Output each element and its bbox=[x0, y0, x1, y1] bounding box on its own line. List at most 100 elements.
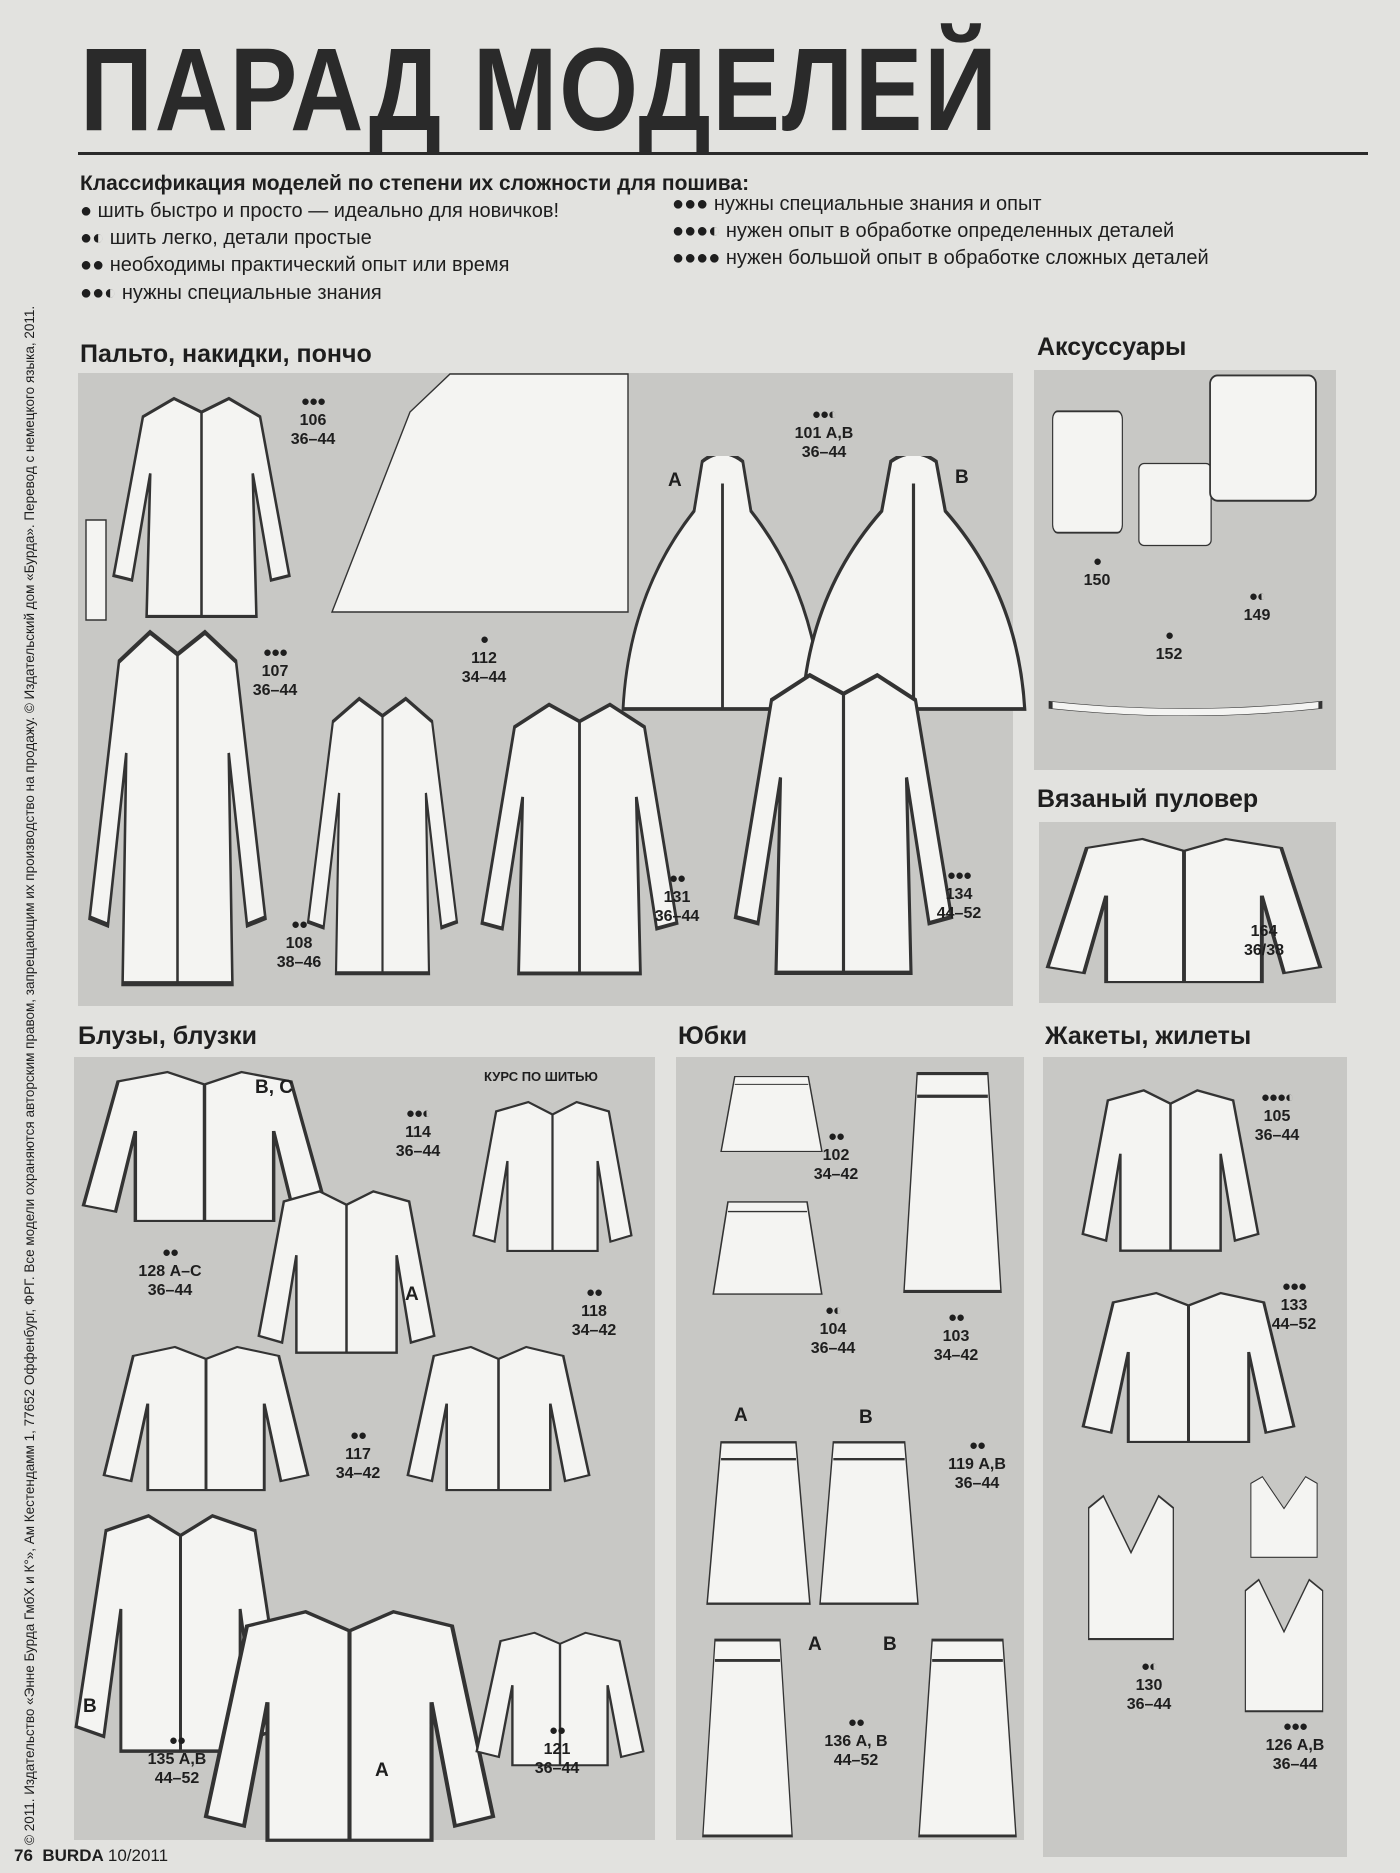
section-heading-skirts: Юбки bbox=[678, 1022, 748, 1050]
model-number: 130 bbox=[1135, 1677, 1163, 1694]
model-label-131: ●● 131 36–44 bbox=[655, 869, 700, 926]
variant-label: В bbox=[955, 467, 969, 488]
model-sizes: 34–44 bbox=[461, 669, 507, 686]
variant-label: А bbox=[734, 1405, 748, 1426]
difficulty-dots: ●●●◐ bbox=[672, 220, 721, 242]
model-sizes: 44–52 bbox=[1271, 1316, 1317, 1333]
model-sizes: 36–44 bbox=[1254, 1127, 1300, 1144]
model-number: 121 bbox=[543, 1741, 571, 1758]
difficulty-dots: ●◐ bbox=[1248, 588, 1266, 605]
legend-item: ●● необходимы практический опыт или врем… bbox=[80, 252, 509, 279]
issue-number: 10/2011 bbox=[107, 1846, 169, 1865]
model-label-164: 164 36/38 bbox=[1244, 922, 1284, 960]
coat-107-drawing bbox=[86, 625, 269, 991]
model-number: 150 bbox=[1083, 572, 1111, 589]
variant-label: B, C bbox=[255, 1077, 293, 1098]
variant-label: А bbox=[668, 470, 682, 491]
model-sizes: 44–52 bbox=[936, 905, 982, 922]
coat-106-drawing bbox=[112, 396, 291, 619]
model-sizes: 36–44 bbox=[810, 1340, 856, 1357]
skirt-104-drawing bbox=[712, 1201, 823, 1295]
model-number: 135 А,В bbox=[147, 1751, 207, 1768]
section-heading-coats: Пальто, накидки, пончо bbox=[80, 340, 372, 368]
model-number: 104 bbox=[819, 1321, 847, 1338]
difficulty-dots: ●● bbox=[668, 870, 686, 887]
model-number: 114 bbox=[405, 1124, 431, 1141]
title-rule bbox=[78, 152, 1368, 155]
legend-item: ● шить быстро и просто — идеально для но… bbox=[80, 198, 559, 225]
belt-drawing bbox=[86, 520, 106, 620]
model-label-128: ●● 128 А–С 36–44 bbox=[138, 1243, 201, 1300]
legend-text: нужны специальные знания и опыт bbox=[713, 193, 1042, 215]
page-number: 76 bbox=[14, 1846, 33, 1865]
skirt-119b-drawing bbox=[818, 1441, 920, 1605]
coat-108-drawing bbox=[305, 693, 460, 979]
model-label-112: ● 112 34–44 bbox=[462, 630, 507, 687]
model-sizes: 36–44 bbox=[654, 908, 700, 925]
hat-149-drawing bbox=[1209, 374, 1317, 502]
skirt-136a-drawing bbox=[701, 1638, 794, 1838]
difficulty-dots: ●●● bbox=[1282, 1718, 1308, 1735]
hat-150-drawing bbox=[1051, 410, 1124, 534]
model-label-105: ●●●◐ 105 36–44 bbox=[1255, 1088, 1300, 1145]
legend-item: ●●◐ нужны специальные знания bbox=[80, 280, 382, 307]
difficulty-dots: ● bbox=[1164, 627, 1174, 644]
model-sizes: 36–44 bbox=[534, 1760, 580, 1777]
legend-item: ●●●● нужен большой опыт в обработке слож… bbox=[672, 245, 1209, 272]
variant-label: А bbox=[808, 1634, 822, 1655]
model-sizes: 34–42 bbox=[933, 1347, 979, 1364]
legend-text: шить легко, детали простые bbox=[109, 227, 372, 249]
model-number: 102 bbox=[822, 1147, 850, 1164]
model-number: 126 А,В bbox=[1265, 1737, 1325, 1754]
model-number: 105 bbox=[1263, 1108, 1291, 1125]
legend-text: необходимы практический опыт или время bbox=[109, 254, 510, 276]
model-sizes: 34–42 bbox=[335, 1465, 381, 1482]
model-sizes: 44–52 bbox=[833, 1752, 879, 1769]
difficulty-dots: ● bbox=[479, 631, 489, 648]
cape-112-drawing bbox=[330, 372, 630, 615]
difficulty-dots: ●● bbox=[349, 1427, 367, 1444]
model-number: 118 bbox=[581, 1303, 607, 1320]
model-number: 112 bbox=[471, 650, 497, 667]
model-number: 164 bbox=[1250, 923, 1278, 940]
difficulty-dots: ●●● bbox=[672, 193, 709, 215]
coat-131-drawing bbox=[480, 702, 679, 976]
model-sizes: 36–44 bbox=[252, 682, 298, 699]
model-sizes: 36–44 bbox=[1272, 1756, 1318, 1773]
model-number: 131 bbox=[663, 889, 691, 906]
model-number: 149 bbox=[1243, 607, 1271, 624]
model-number: 133 bbox=[1280, 1297, 1308, 1314]
vest-126a-drawing bbox=[1250, 1476, 1318, 1558]
difficulty-dots: ●● bbox=[947, 1309, 965, 1326]
section-heading-jackets: Жакеты, жилеты bbox=[1045, 1022, 1252, 1050]
model-number: 103 bbox=[942, 1328, 970, 1345]
model-sizes: 36/38 bbox=[1243, 942, 1285, 959]
model-label-150: ●150 bbox=[1084, 552, 1111, 590]
difficulty-dots: ●●◐ bbox=[80, 282, 117, 304]
model-label-149: ●◐ 149 bbox=[1244, 587, 1271, 625]
difficulty-dots: ●● bbox=[290, 916, 308, 933]
model-sizes: 36–44 bbox=[147, 1282, 193, 1299]
model-number: 101 А,В bbox=[794, 425, 854, 442]
model-number: 107 bbox=[261, 663, 289, 680]
model-sizes: 44–52 bbox=[154, 1770, 200, 1787]
difficulty-dots: ●◐ bbox=[1140, 1658, 1158, 1675]
legend-item: ●◐ шить легко, детали простые bbox=[80, 225, 372, 252]
model-label-130: ●◐ 130 36–44 bbox=[1127, 1657, 1172, 1714]
copyright-notice: © 2011. Издательство «Энне Бурда ГмбХ и … bbox=[22, 305, 37, 1845]
model-number: 128 А–С bbox=[138, 1263, 202, 1280]
page-title: ПАРАД МОДЕЛЕЙ bbox=[80, 24, 999, 156]
difficulty-dots: ●● bbox=[161, 1244, 179, 1261]
model-sizes: 36–44 bbox=[1126, 1696, 1172, 1713]
difficulty-dots: ●●●◐ bbox=[1260, 1089, 1294, 1106]
